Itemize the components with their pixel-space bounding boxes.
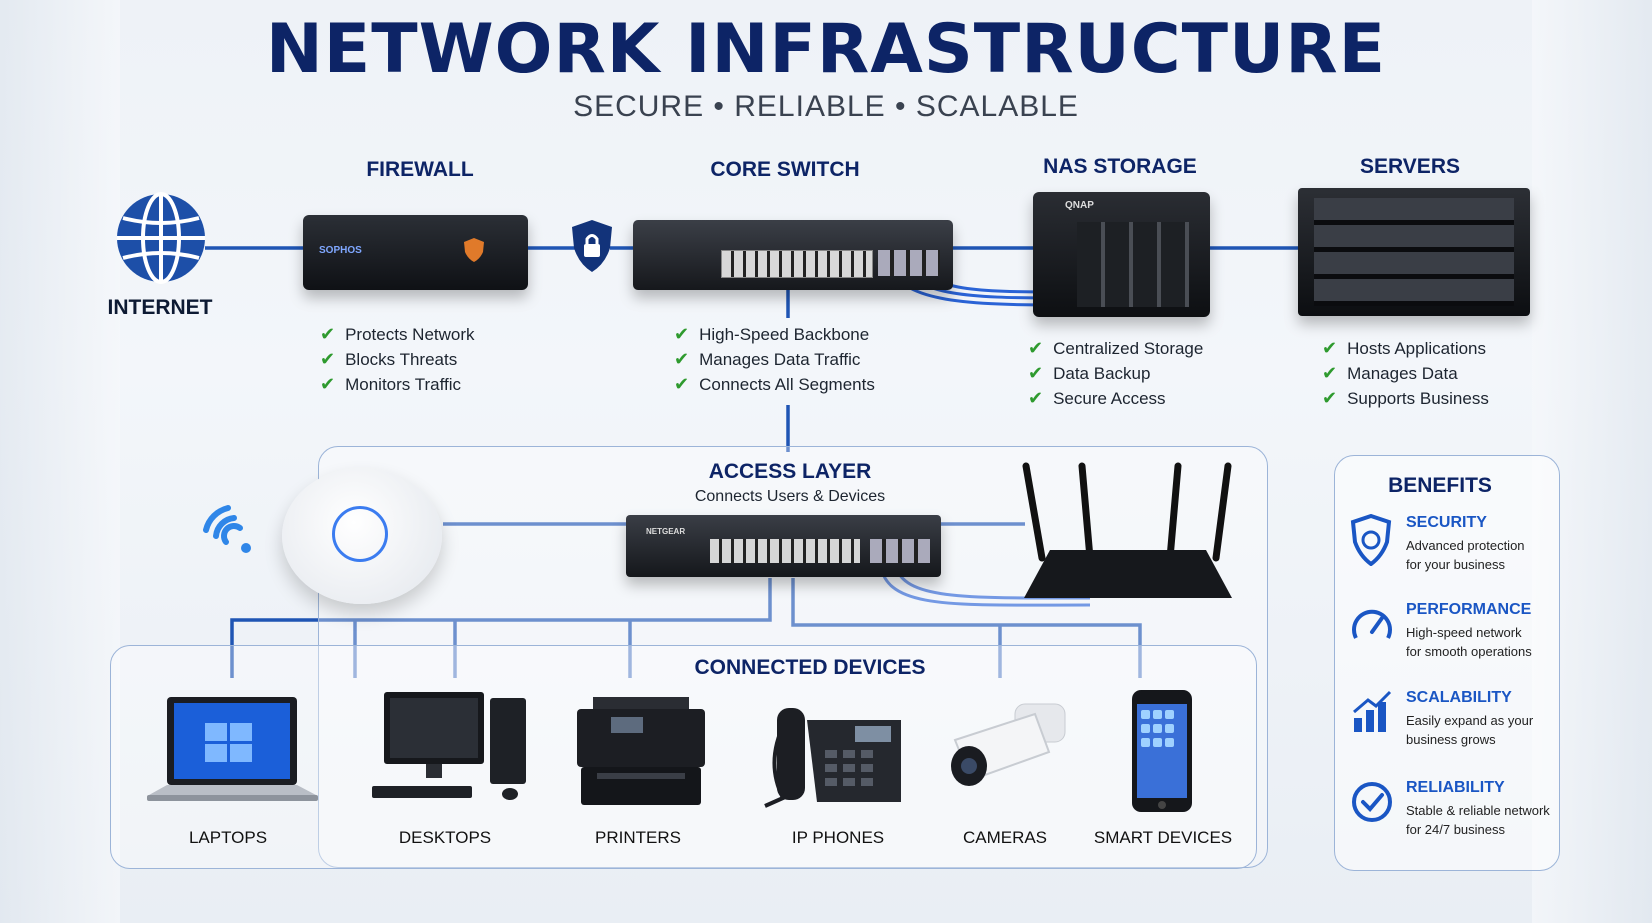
- benefit-text: for smooth operations: [1406, 644, 1532, 659]
- list-item: ✔High-Speed Backbone: [674, 324, 870, 344]
- link-access-right-bus: [791, 578, 1142, 678]
- benefit-text: Easily expand as your: [1406, 713, 1534, 728]
- firewall-device: SOPHOS: [303, 215, 528, 290]
- servers-features: ✔Hosts Applications ✔Manages Data ✔Suppo…: [1322, 336, 1489, 411]
- server-units: [1314, 198, 1514, 306]
- nas-title: NAS STORAGE: [1043, 155, 1197, 178]
- list-item: ✔Hosts Applications: [1322, 338, 1486, 358]
- check-circle-icon: [1352, 782, 1392, 822]
- smartphone-icon: [1132, 690, 1192, 812]
- list-item: ✔Centralized Storage: [1028, 338, 1204, 358]
- check-icon: ✔: [1322, 388, 1338, 408]
- firewall-features: ✔Protects Network ✔Blocks Threats ✔Monit…: [320, 322, 475, 397]
- device-label-cameras: CAMERAS: [962, 828, 1048, 847]
- gauge-icon: [1352, 609, 1392, 639]
- access-switch-brand: NETGEAR: [646, 527, 686, 536]
- firewall-title: FIREWALL: [366, 158, 474, 181]
- core-switch-features: ✔High-Speed Backbone ✔Manages Data Traff…: [674, 322, 875, 397]
- device-label-laptops: LAPTOPS: [188, 828, 268, 847]
- servers-title: SERVERS: [1360, 155, 1460, 178]
- benefit-heading: SECURITY: [1406, 514, 1487, 531]
- check-icon: ✔: [1028, 338, 1044, 358]
- device-label-smart-devices: SMART DEVICES: [1093, 828, 1233, 847]
- benefit-text: High-speed network: [1406, 625, 1522, 640]
- ip-phone-icon: [764, 708, 901, 808]
- list-item: ✔Protects Network: [320, 324, 475, 344]
- wifi-icon: [203, 505, 251, 553]
- link-access-left-bus: [230, 578, 772, 678]
- list-item: ✔Manages Data: [1322, 363, 1458, 383]
- benefit-heading: SCALABILITY: [1406, 689, 1512, 706]
- laptop-icon: [147, 697, 318, 801]
- benefit-heading: RELIABILITY: [1406, 779, 1505, 796]
- check-icon: ✔: [320, 349, 336, 369]
- firewall-shield-icon: [464, 238, 484, 262]
- benefit-text: for 24/7 business: [1406, 822, 1506, 837]
- access-switch-device: NETGEAR: [626, 515, 941, 577]
- camera-icon: [951, 703, 1066, 786]
- device-label-printers: PRINTERS: [595, 828, 681, 847]
- internet-label: INTERNET: [107, 296, 213, 319]
- device-label-ip-phones: IP PHONES: [791, 828, 885, 847]
- benefits-title: BENEFITS: [1388, 474, 1492, 497]
- check-icon: ✔: [1028, 363, 1044, 383]
- page-title: NETWORK INFRASTRUCTURE: [265, 10, 1387, 89]
- check-icon: ✔: [674, 374, 690, 394]
- check-icon: ✔: [674, 324, 690, 344]
- benefit-heading: PERFORMANCE: [1406, 601, 1532, 618]
- core-switch-device: [633, 220, 953, 290]
- desktop-icon: [372, 692, 526, 800]
- benefit-security: SECURITY Advanced protection for your bu…: [1406, 514, 1556, 574]
- connected-devices-title: CONNECTED DEVICES: [694, 656, 926, 679]
- benefits-panel: [1334, 455, 1560, 871]
- benefit-performance: PERFORMANCE High-speed network for smoot…: [1406, 601, 1556, 661]
- check-icon: ✔: [1322, 338, 1338, 358]
- check-icon: ✔: [1028, 388, 1044, 408]
- list-item: ✔Monitors Traffic: [320, 374, 461, 394]
- nas-features: ✔Centralized Storage ✔Data Backup ✔Secur…: [1028, 336, 1203, 411]
- firewall-brand: SOPHOS: [319, 245, 362, 256]
- switch-uplink-ports: [878, 250, 940, 276]
- shield-icon: [1350, 514, 1392, 566]
- nas-device: QNAP: [1033, 192, 1210, 317]
- server-rack: [1298, 188, 1530, 316]
- globe-icon: [117, 192, 205, 284]
- benefit-text: for your business: [1406, 557, 1505, 572]
- benefit-text: business grows: [1406, 732, 1496, 747]
- benefit-reliability: RELIABILITY Stable & reliable network fo…: [1406, 779, 1556, 839]
- check-icon: ✔: [320, 374, 336, 394]
- access-layer-title: ACCESS LAYER: [708, 460, 872, 483]
- printer-icon: [577, 697, 705, 805]
- benefit-scalability: SCALABILITY Easily expand as your busine…: [1406, 689, 1556, 749]
- access-point-ring: [332, 506, 388, 562]
- nas-drive-bays: [1077, 222, 1189, 307]
- list-item: ✔Data Backup: [1028, 363, 1151, 383]
- list-item: ✔Supports Business: [1322, 388, 1489, 408]
- check-icon: ✔: [320, 324, 336, 344]
- benefit-text: Advanced protection: [1406, 538, 1525, 553]
- access-switch-uplinks: [870, 539, 930, 563]
- check-icon: ✔: [674, 349, 690, 369]
- switch-port-block: [721, 250, 873, 278]
- router-device: [1022, 462, 1232, 598]
- access-layer-subtitle: Connects Users & Devices: [694, 488, 886, 505]
- patch-cable-4: [878, 561, 1091, 607]
- device-label-desktops: DESKTOPS: [398, 828, 492, 847]
- list-item: ✔Manages Data Traffic: [674, 349, 861, 369]
- nas-brand: QNAP: [1065, 200, 1094, 211]
- list-item: ✔Connects All Segments: [674, 374, 875, 394]
- check-icon: ✔: [1322, 363, 1338, 383]
- core-switch-title: CORE SWITCH: [710, 158, 860, 181]
- benefit-text: Stable & reliable network: [1406, 803, 1550, 818]
- page-subtitle: SECURE • RELIABLE • SCALABLE: [573, 90, 1079, 123]
- list-item: ✔Secure Access: [1028, 388, 1166, 408]
- growth-chart-icon: [1353, 690, 1392, 732]
- list-item: ✔Blocks Threats: [320, 349, 458, 369]
- lock-shield-icon: [572, 220, 612, 272]
- access-point-device: [282, 468, 442, 604]
- access-switch-ports: [710, 539, 860, 563]
